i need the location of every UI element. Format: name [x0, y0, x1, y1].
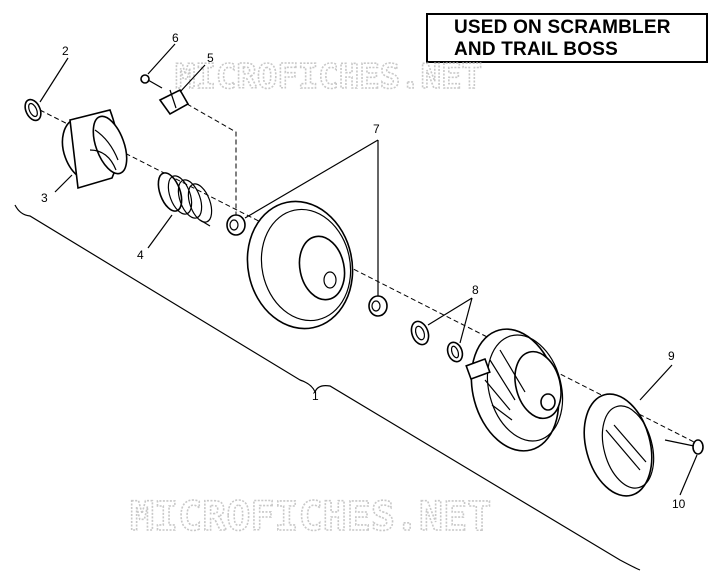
leader-9	[639, 364, 673, 401]
callout-5: 5	[207, 51, 214, 65]
callout-6: 6	[172, 31, 179, 45]
callout-7: 7	[373, 122, 380, 136]
usage-note-line-2: AND TRAIL BOSS	[454, 39, 618, 60]
part-10-bolt	[664, 439, 704, 455]
callout-9: 9	[668, 349, 675, 363]
leader-5	[179, 64, 206, 93]
part-9-cover	[583, 393, 655, 497]
watermark-top: MICROFICHES.NET	[175, 57, 482, 97]
callout-10: 10	[672, 497, 686, 511]
callout-4: 4	[137, 248, 144, 262]
leader-2	[39, 57, 69, 103]
fixed-sheave	[465, 328, 564, 452]
part-3-spider	[61, 109, 128, 190]
part-8-washer-b	[446, 341, 464, 363]
assembly-bracket	[14, 204, 641, 571]
callout-3: 3	[41, 191, 48, 205]
leader-7a	[244, 139, 379, 219]
part-5-button	[158, 88, 190, 116]
part-6-screw	[140, 74, 163, 89]
leader-3	[54, 174, 73, 193]
usage-note-box: USED ON SCRAMBLER AND TRAIL BOSS	[426, 13, 708, 63]
leader-10	[679, 454, 698, 496]
leader-4	[147, 214, 173, 249]
callout-1: 1	[312, 389, 319, 403]
usage-note-line-1: USED ON SCRAMBLER	[454, 17, 671, 38]
leader-8b	[459, 297, 473, 344]
part-8-washer-a	[410, 320, 430, 346]
part-2-snap-ring	[24, 98, 42, 122]
part-7-bushing-b	[368, 295, 388, 317]
callout-8: 8	[472, 283, 479, 297]
moveable-sheave	[246, 200, 354, 330]
part-7-bushing-a	[226, 214, 246, 236]
bolt-path-line	[179, 99, 237, 215]
watermark-bottom: MICROFICHES.NET	[130, 494, 491, 540]
assembly-centerline	[39, 109, 701, 446]
callout-2: 2	[62, 44, 69, 58]
part-4-spring	[157, 172, 213, 227]
leader-8a	[427, 297, 473, 326]
leader-6	[147, 43, 176, 75]
